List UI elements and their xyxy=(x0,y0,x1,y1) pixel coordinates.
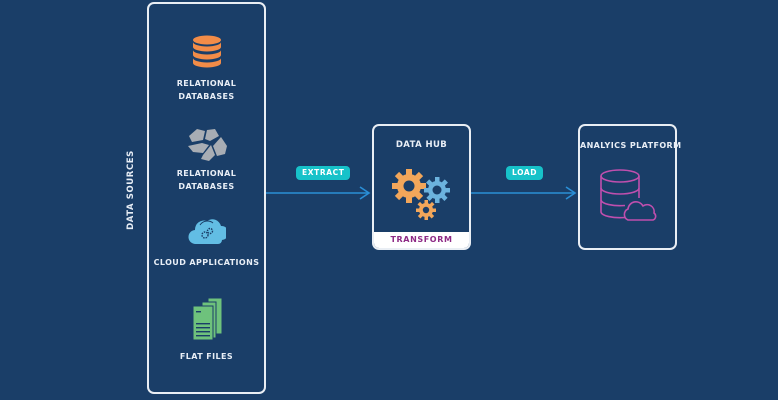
source-label-line1: RELATIONAL xyxy=(176,79,237,88)
source-label-line2: DATABASES xyxy=(178,92,235,101)
gears-icon xyxy=(389,166,455,222)
analytics-title: ANALYICS PLATFORM xyxy=(580,141,682,150)
hub-title: DATA HUB xyxy=(395,140,448,150)
data-sources-title: DATA SOURCES xyxy=(126,150,136,230)
source-item-cloud-applications[interactable]: CLOUD APPLICATIONS xyxy=(147,216,266,269)
extract-badge: EXTRACT xyxy=(296,166,351,180)
source-label-line1: RELATIONAL xyxy=(176,169,237,178)
source-item-relational-databases-1[interactable]: RELATIONAL DATABASES xyxy=(147,35,266,103)
pebbles-icon xyxy=(185,126,229,162)
source-label: CLOUD APPLICATIONS xyxy=(153,258,260,267)
files-icon xyxy=(189,296,225,342)
load-arrow xyxy=(471,186,577,200)
transform-label: TRANSFORM xyxy=(374,232,469,248)
cloud-gears-icon xyxy=(188,216,226,246)
database-stack-icon xyxy=(191,35,223,69)
extract-arrow xyxy=(266,186,371,200)
source-item-relational-databases-2[interactable]: RELATIONAL DATABASES xyxy=(147,126,266,193)
load-badge: LOAD xyxy=(506,166,544,180)
data-hub-box[interactable]: DATA HUB xyxy=(372,124,471,250)
analytics-platform-box[interactable]: ANALYICS PLATFORM xyxy=(578,124,682,250)
source-label-line2: DATABASES xyxy=(178,182,235,191)
source-item-flat-files[interactable]: FLAT FILES xyxy=(147,296,266,363)
source-label: FLAT FILES xyxy=(179,352,234,361)
data-sources-panel xyxy=(147,2,266,394)
database-cloud-icon xyxy=(598,168,660,224)
